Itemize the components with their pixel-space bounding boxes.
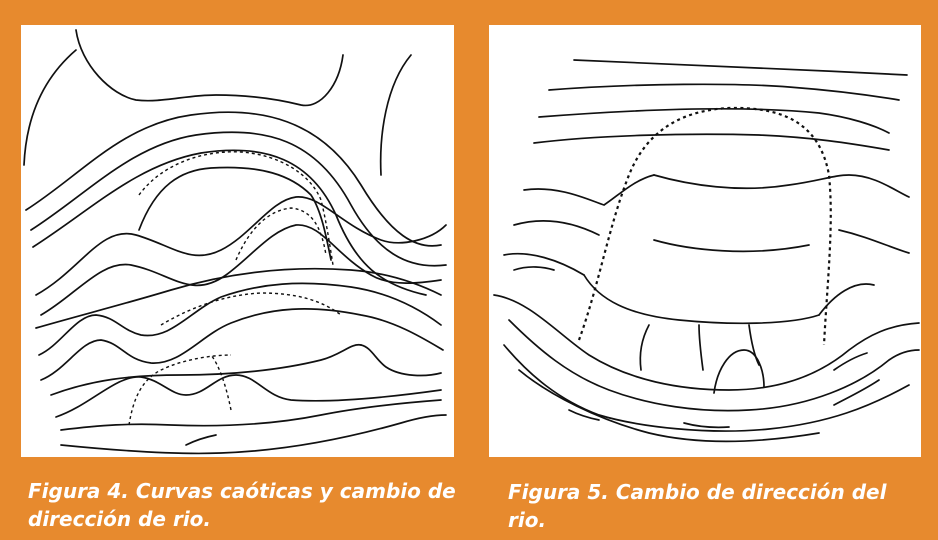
contour-line [379, 54, 412, 176]
contour-line [533, 133, 890, 151]
contour-line [32, 149, 427, 296]
contour-line [698, 324, 704, 371]
contour-line [583, 274, 820, 325]
contour-line [573, 59, 908, 76]
dashed-course [210, 354, 232, 411]
contour-line [523, 174, 655, 206]
contour-line [185, 434, 217, 446]
contour-line [60, 399, 442, 431]
contour-line [60, 414, 447, 455]
figure-4-caption: Figura 4. Curvas caóticas y cambio de di… [28, 479, 456, 531]
dashed-course [235, 207, 327, 261]
contour-line [75, 29, 344, 107]
figure-5-drawing [493, 59, 920, 443]
contour-line [513, 220, 600, 236]
contour-line [838, 229, 910, 254]
figure-5-caption: Figura 5. Cambio de dirección del rio. [508, 480, 887, 532]
contour-line [493, 294, 920, 391]
contour-line [818, 283, 875, 316]
contour-line [513, 266, 555, 271]
contour-line [35, 196, 447, 296]
contour-line [833, 379, 880, 406]
contour-line [138, 166, 332, 261]
contour-line [639, 324, 650, 371]
contour-line [713, 349, 765, 394]
contour-line [833, 352, 868, 371]
contour-line [518, 369, 820, 443]
contour-line [548, 83, 900, 101]
contour-line [23, 49, 77, 166]
contour-line [40, 224, 442, 316]
contour-line [503, 344, 910, 432]
figure-4-panel [21, 25, 454, 457]
dashed-course [128, 354, 232, 426]
contour-line [360, 344, 442, 377]
contour-line [38, 282, 442, 356]
contour-line [40, 308, 444, 381]
contour-line [503, 252, 585, 276]
contour-line [25, 111, 442, 247]
contour-line [653, 239, 810, 253]
contour-line [55, 374, 442, 418]
contour-line [35, 267, 442, 329]
contour-line [653, 174, 910, 198]
contour-line [50, 344, 362, 396]
dashed-course [577, 106, 832, 346]
figure-5-panel [489, 25, 921, 457]
figure-4-drawing [23, 29, 447, 455]
contour-line [683, 422, 730, 429]
contour-line [508, 319, 920, 412]
contour-line [30, 131, 447, 267]
contour-line [568, 409, 600, 421]
contour-line [538, 108, 890, 134]
contour-line [748, 324, 760, 366]
